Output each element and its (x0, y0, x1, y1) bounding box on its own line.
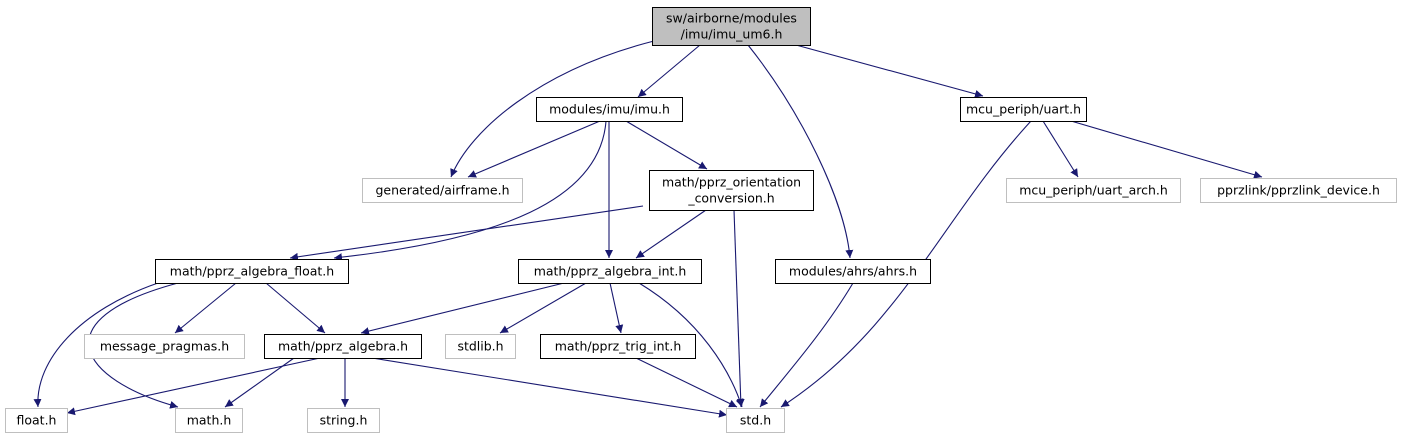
edge-orient-to-std_h (733, 209, 745, 408)
node-box (5, 408, 68, 433)
node-label: _conversion.h (687, 191, 774, 206)
node-box (445, 334, 516, 359)
edge-algebra-to-math_h (224, 357, 295, 408)
node-box (726, 408, 785, 433)
node-label: math/pprz_algebra.h (278, 339, 408, 354)
edge-alg_float-to-float_h (33, 282, 159, 408)
node-label: mcu_periph/uart.h (966, 102, 1081, 117)
edge-trig_int-to-std_h (635, 357, 738, 408)
edge-algebra-to-std_h (371, 357, 728, 418)
edge-imu_um6-to-uart (795, 44, 984, 98)
node-box (960, 97, 1087, 122)
nodes-layer: sw/airborne/modules/imu/imu_um6.hmodules… (5, 7, 1397, 433)
edge-orient-to-alg_int (635, 209, 707, 259)
node-orient[interactable]: math/pprz_orientation_conversion.h (649, 170, 814, 211)
node-ahrs[interactable]: modules/ahrs/ahrs.h (775, 259, 931, 284)
node-label: math/pprz_trig_int.h (555, 339, 682, 354)
edge-alg_float-to-msg_pragmas (174, 282, 237, 334)
node-uart[interactable]: mcu_periph/uart.h (960, 97, 1087, 122)
edge-alg_int-to-stdlib (499, 282, 587, 334)
node-box (652, 7, 811, 46)
node-alg_int[interactable]: math/pprz_algebra_int.h (518, 259, 702, 284)
node-box (540, 334, 696, 359)
node-label: sw/airborne/modules (666, 11, 797, 26)
node-airframe: generated/airframe.h (362, 178, 523, 203)
node-uart_arch: mcu_periph/uart_arch.h (1006, 178, 1181, 203)
node-msg_pragmas: message_pragmas.h (84, 334, 245, 359)
node-box (307, 408, 380, 433)
node-imu_um6[interactable]: sw/airborne/modules/imu/imu_um6.h (652, 7, 811, 46)
node-box (155, 259, 349, 284)
node-math_h: math.h (175, 408, 243, 433)
node-alg_float[interactable]: math/pprz_algebra_float.h (155, 259, 349, 284)
node-imu[interactable]: modules/imu/imu.h (536, 97, 683, 122)
node-box (649, 170, 814, 211)
node-box (264, 334, 422, 359)
node-label: generated/airframe.h (375, 183, 509, 198)
node-label: math.h (187, 413, 232, 428)
node-box (536, 97, 683, 122)
node-label: math/pprz_algebra_int.h (534, 264, 687, 279)
edge-imu_um6-to-imu (637, 44, 701, 98)
node-algebra[interactable]: math/pprz_algebra.h (264, 334, 422, 359)
node-label: math/pprz_algebra_float.h (170, 264, 334, 279)
node-label: modules/ahrs/ahrs.h (789, 264, 917, 279)
node-label: pprzlink/pprzlink_device.h (1217, 183, 1380, 198)
node-box (775, 259, 931, 284)
node-box (84, 334, 245, 359)
edge-imu-to-alg_float (333, 120, 607, 262)
edge-uart-to-pprzlink (1070, 120, 1263, 179)
node-label: stdlib.h (457, 339, 503, 354)
node-label: modules/imu/imu.h (549, 102, 670, 117)
edge-algebra-to-float_h (66, 357, 321, 416)
edge-orient-to-alg_float (289, 205, 644, 261)
edge-alg_int-to-trig_int (609, 282, 624, 334)
node-label: mcu_periph/uart_arch.h (1019, 183, 1168, 198)
edge-uart-to-uart_arch (1042, 120, 1079, 178)
node-box (175, 408, 243, 433)
edge-alg_int-to-std_h (638, 282, 744, 408)
node-float_h: float.h (5, 408, 68, 433)
node-label: /imu/imu_um6.h (681, 27, 783, 42)
node-box (518, 259, 702, 284)
node-string_h: string.h (307, 408, 380, 433)
node-label: string.h (320, 413, 368, 428)
node-box (1200, 178, 1397, 203)
edge-imu_um6-to-airframe (450, 40, 655, 178)
node-pprzlink: pprzlink/pprzlink_device.h (1200, 178, 1397, 203)
edge-alg_float-to-algebra (265, 282, 326, 334)
node-label: std.h (740, 413, 771, 428)
edge-imu-to-airframe (467, 120, 601, 178)
node-box (362, 178, 523, 203)
node-std_h: std.h (726, 408, 785, 433)
edge-imu_um6-to-ahrs (747, 44, 854, 259)
node-stdlib: stdlib.h (445, 334, 516, 359)
node-label: message_pragmas.h (100, 339, 229, 354)
node-box (1006, 178, 1181, 203)
edge-ahrs-to-std_h (759, 282, 854, 408)
edge-imu-to-orient (625, 120, 708, 170)
edge-alg_int-to-algebra (360, 282, 565, 335)
node-trig_int[interactable]: math/pprz_trig_int.h (540, 334, 696, 359)
node-label: math/pprz_orientation (662, 175, 801, 190)
node-label: float.h (17, 413, 57, 428)
